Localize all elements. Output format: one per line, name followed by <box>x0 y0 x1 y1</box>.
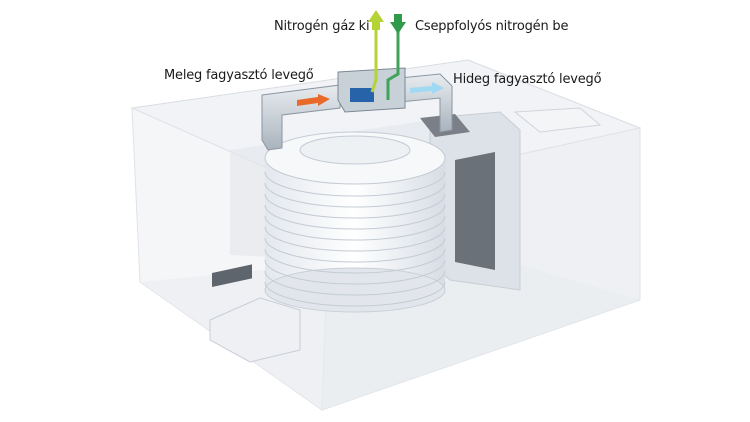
spiral-tier <box>264 270 446 296</box>
label-warm-freezer-air: Meleg fagyasztó levegő <box>164 68 314 83</box>
spiral-tier <box>264 182 446 208</box>
spiral-tier <box>264 248 446 274</box>
air-handler-rack <box>420 107 602 291</box>
spiral-drum <box>264 131 446 313</box>
nitrogen-pipes <box>368 10 406 100</box>
spiral-tier <box>264 193 446 219</box>
conveyor-outlet <box>209 264 301 363</box>
spiral-tier <box>264 226 446 252</box>
label-nitrogen-gas-out: Nitrogén gáz ki <box>274 19 370 34</box>
spiral-tier <box>264 171 446 197</box>
liquid-in-arrow <box>390 14 406 34</box>
spiral-tier <box>264 204 446 230</box>
warm-air-arrow <box>297 94 330 106</box>
label-cold-freezer-air: Hideg fagyasztó levegő <box>453 72 602 87</box>
spiral-tier <box>264 215 446 241</box>
spiral-tier <box>264 237 446 263</box>
cold-air-arrow <box>410 82 444 94</box>
spiral-tier <box>264 259 446 285</box>
label-liquid-nitrogen-in: Cseppfolyós nitrogén be <box>415 19 569 34</box>
spiral-tier <box>264 281 446 307</box>
gas-out-arrow <box>368 10 384 30</box>
